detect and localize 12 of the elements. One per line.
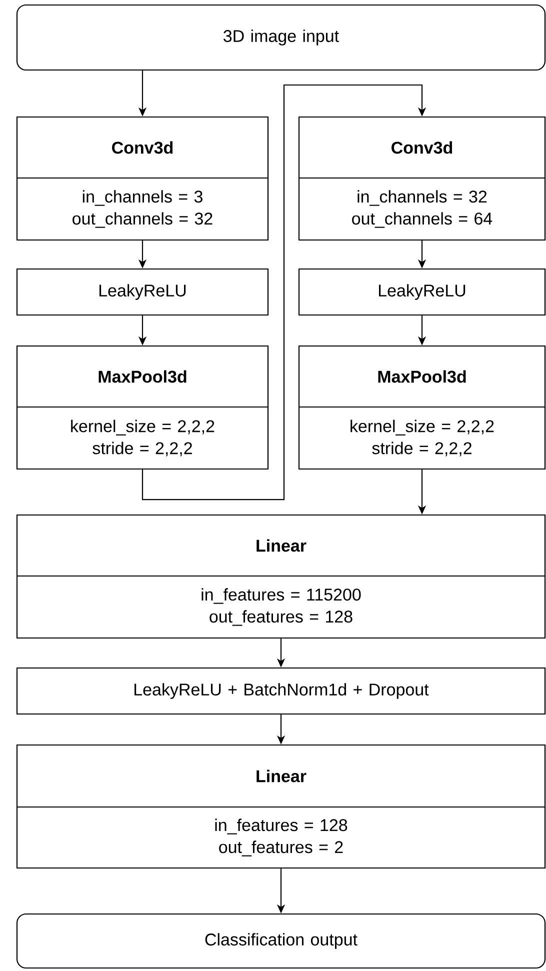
layer-box: Linear in_features = 128 out_features = 2 [16,744,546,869]
layer-box: LeakyReLU + BatchNorm1d + Dropout [16,667,546,715]
layer-box: MaxPool3d kernel_size = 2,2,2 stride = 2,2,2 [298,345,546,470]
layer-box: Conv3d in_channels = 3 out_channels = 32 [16,116,269,241]
arrow [142,84,426,500]
layer-box: Conv3d in_channels = 32 out_channels = 64 [298,116,546,241]
layer-box: Linear in_features = 115200 out_features = 128 [16,514,546,639]
terminal-box: 3D image input [16,4,546,71]
layer-box: MaxPool3d kernel_size = 2,2,2 stride = 2,2,2 [16,345,269,470]
layer-box: LeakyReLU [16,268,269,316]
layer-box: LeakyReLU [298,268,546,316]
terminal-box: Classification output [16,913,546,969]
